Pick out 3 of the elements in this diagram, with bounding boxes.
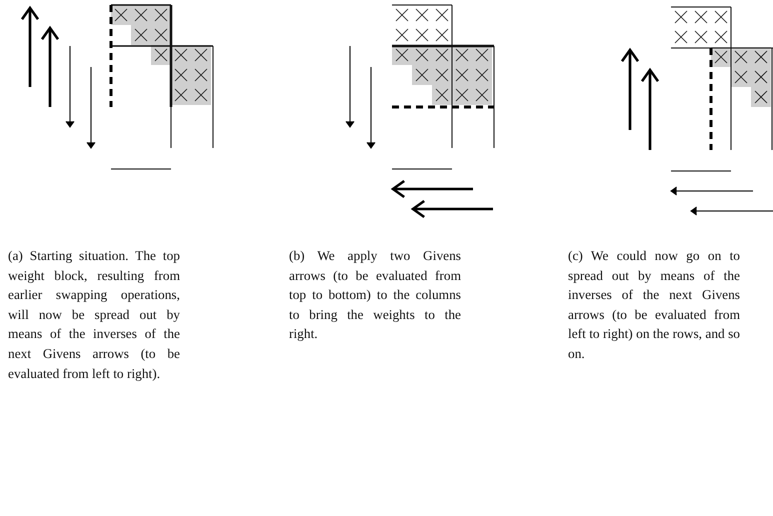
caption-text: (b) We apply two Givens arrows (to be evaluated from top to bottom) to the columns to bring the weights to the right.: [289, 247, 461, 344]
caption-text: (c) We could now go on to spread out by means of the inverses of the next Givens arrows (to be evaluated from left to right) on the rows, and so on.: [568, 247, 740, 363]
caption-text: (a) Starting situation. The top weight block, resulting from earlier swapping operations, will now be spread out by means of the inverses of the next Givens arrows (to be evaluated from left to right).: [8, 247, 180, 383]
